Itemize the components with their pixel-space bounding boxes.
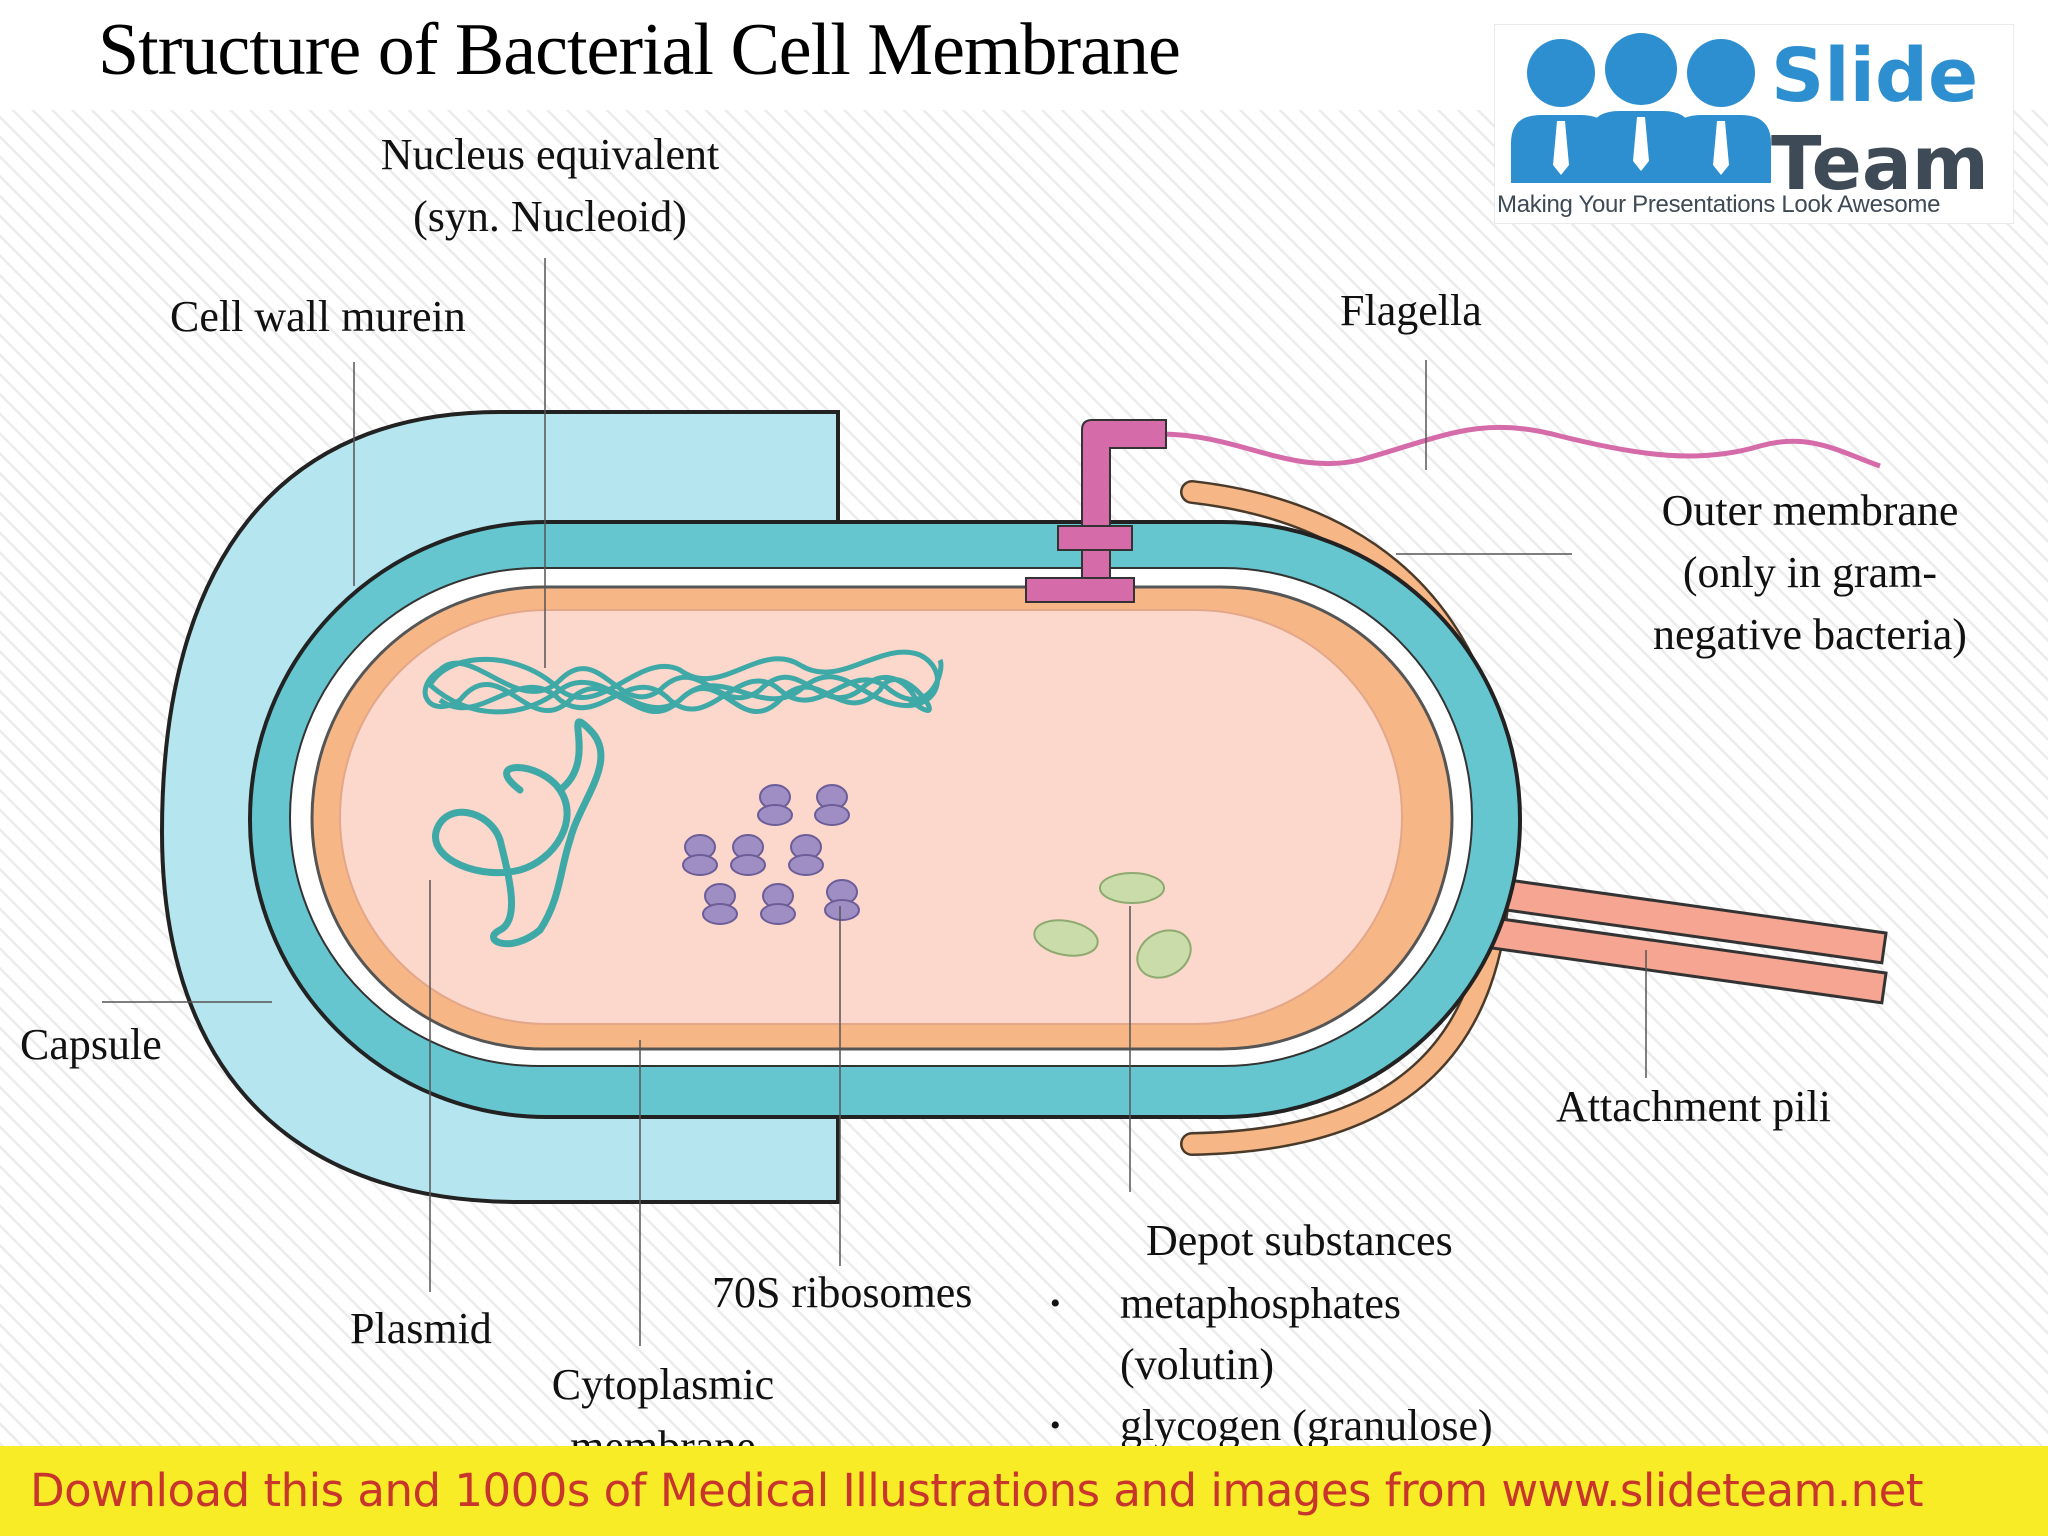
ribosomes (682, 784, 860, 925)
depot-substances-label: Depot substances (1146, 1216, 1453, 1265)
ribosomes-label: 70S ribosomes (712, 1268, 973, 1317)
nucleus-label-line2: (syn. Nucleoid) (413, 192, 687, 241)
capsule-label: Capsule (20, 1020, 162, 1069)
outer-membrane-line1: Outer membrane (1661, 486, 1959, 535)
logo-tagline: Making Your Presentations Look Awesome (1497, 191, 1941, 218)
nucleus-label: Nucleus equivalent (syn. Nucleoid) (340, 124, 760, 248)
depot-item-metaphosphates: • metaphosphates (volutin) (1050, 1279, 1402, 1389)
depot-item-glycogen: • glycogen (granulose) (1050, 1401, 1493, 1450)
footer-banner (0, 1446, 2048, 1536)
footer-download-link[interactable]: Download this and 1000s of Medical Illus… (30, 1464, 1924, 1517)
outer-membrane-line2: (only in gram- (1682, 548, 1938, 597)
logo-word-slide: Slide (1771, 33, 1979, 119)
cell-wall-label: Cell wall murein (170, 292, 466, 341)
depot-granules (1033, 872, 1192, 979)
flagellum (1159, 424, 1881, 469)
flagella-label: Flagella (1340, 286, 1482, 335)
plasmid (432, 718, 605, 948)
slideteam-logo[interactable]: Slide Team Making Your Presentations Loo… (1494, 24, 2014, 224)
page-title: Structure of Bacterial Cell Membrane (98, 9, 1181, 91)
depot-substances-list: • metaphosphates (volutin) • glycogen (g… (1050, 1273, 1493, 1456)
outer-membrane-label: Outer membrane (only in gram- negative b… (1610, 480, 2010, 666)
outer-membrane-line3: negative bacteria) (1653, 610, 1967, 659)
plasmid-label: Plasmid (350, 1304, 492, 1353)
cytoplasm (339, 609, 1403, 1025)
logo-word-team: Team (1771, 121, 1989, 207)
nucleoid (422, 658, 944, 715)
people-icon (1511, 33, 1771, 183)
attachment-pili (1474, 874, 1888, 1005)
nucleus-label-line1: Nucleus equivalent (380, 130, 720, 179)
leader-lines (102, 258, 1647, 1346)
attachment-pili-label: Attachment pili (1556, 1082, 1831, 1131)
flagellum-basal-body (1025, 419, 1167, 603)
